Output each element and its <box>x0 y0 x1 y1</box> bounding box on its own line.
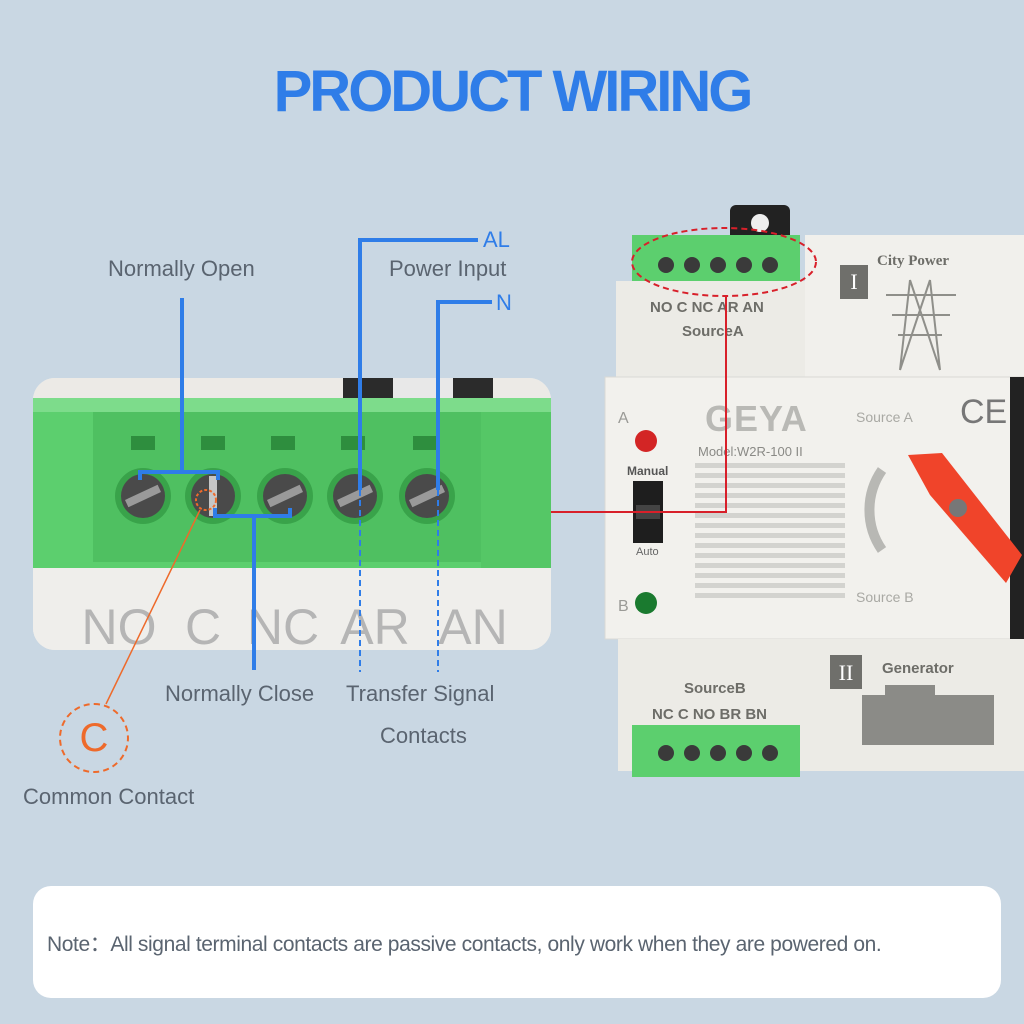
device-auto-label: Auto <box>636 546 659 558</box>
terminal-label-ar: AR <box>340 599 409 650</box>
device-roman-1: I <box>850 269 857 294</box>
common-contact-icon: C <box>59 703 129 773</box>
label-normally-open: Normally Open <box>108 256 255 281</box>
terminal-label-an: AN <box>438 599 507 650</box>
device-bottom-terminal-labels: NC C NO BR BN <box>652 706 767 723</box>
device-city-power: City Power <box>877 253 949 269</box>
device-manual-label: Manual <box>627 464 668 478</box>
device-source-a-direction: Source A <box>856 409 913 425</box>
terminal-label-nc: NC <box>247 599 319 650</box>
note-text: Note：All signal terminal contacts are pa… <box>47 933 882 956</box>
label-common-contact: Common Contact <box>23 784 195 809</box>
label-transfer-signal-contacts: Contacts <box>380 723 467 748</box>
transfer-switch-device: I II City Power NO C NC AR AN SourceA GE… <box>600 205 1024 787</box>
device-model: Model:W2R-100 II <box>698 444 803 459</box>
page-title: PRODUCT WIRING <box>273 59 754 124</box>
terminal-label-c: C <box>185 599 221 650</box>
device-indicator-b: B <box>618 598 629 615</box>
device-source-b: SourceB <box>684 680 746 697</box>
device-source-a: SourceA <box>682 323 744 340</box>
device-brand: GEYA <box>705 398 808 439</box>
device-indicator-a: A <box>618 410 629 427</box>
device-top-terminal-labels: NO C NC AR AN <box>650 299 764 316</box>
label-n: N <box>496 290 512 315</box>
device-ce-mark: CE <box>960 393 1007 431</box>
label-normally-close: Normally Close <box>165 681 315 706</box>
label-transfer-signal: Transfer Signal <box>346 681 495 706</box>
device-roman-2: II <box>839 660 854 685</box>
note-panel: Note：All signal terminal contacts are pa… <box>33 886 1001 998</box>
label-power-input: Power Input <box>389 256 507 281</box>
device-source-b-direction: Source B <box>856 589 914 605</box>
device-generator: Generator <box>882 660 954 677</box>
terminal-zoom-illustration: NO C NC AR AN <box>33 378 551 650</box>
label-al: AL <box>483 227 510 252</box>
